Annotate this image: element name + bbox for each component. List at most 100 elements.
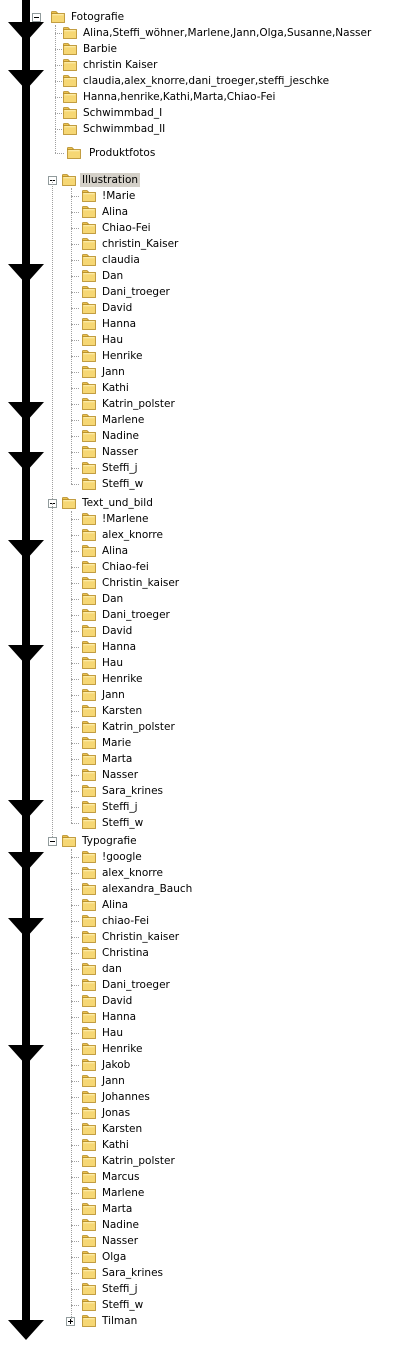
collapse-toggle[interactable] <box>32 13 41 22</box>
tree-item-illustration[interactable]: Illustration <box>61 172 141 188</box>
tree-item[interactable]: !Marie <box>81 188 137 204</box>
tree-item[interactable]: David <box>81 623 134 639</box>
tree-item[interactable]: Dani_troeger <box>81 607 172 623</box>
tree-item[interactable]: Steffi_j <box>81 1281 140 1297</box>
tree-item[interactable]: chiao-Fei <box>81 913 151 929</box>
tree-item[interactable]: Olga <box>81 1249 128 1265</box>
tree-item[interactable]: Karsten <box>81 703 144 719</box>
tree-connector-line <box>71 292 79 294</box>
tree-item[interactable]: Henrike <box>81 1041 144 1057</box>
tree-item[interactable]: Johannes <box>81 1089 152 1105</box>
tree-item[interactable]: Marie <box>81 735 133 751</box>
tree-item[interactable]: dan <box>81 961 124 977</box>
tree-item[interactable]: Marlene <box>81 412 146 428</box>
tree-item[interactable]: Jann <box>81 687 127 703</box>
tree-item-label: Fotografie <box>71 11 125 23</box>
tree-item[interactable]: Henrike <box>81 671 144 687</box>
tree-item-fotografie[interactable]: Fotografie <box>50 9 126 25</box>
tree-item[interactable]: Katrin_polster <box>81 1153 177 1169</box>
tree-item[interactable]: Steffi_j <box>81 460 140 476</box>
tree-item[interactable]: Hanna <box>81 316 138 332</box>
tree-item[interactable]: Steffi_j <box>81 799 140 815</box>
tree-item[interactable]: !google <box>81 849 144 865</box>
tree-item[interactable]: claudia <box>81 252 142 268</box>
tree-item[interactable]: Jann <box>81 1073 127 1089</box>
tree-item[interactable]: Kathi <box>81 380 131 396</box>
tree-item[interactable]: Katrin_polster <box>81 396 177 412</box>
folder-icon <box>82 1155 96 1167</box>
tree-item[interactable]: Steffi_w <box>81 1297 145 1313</box>
tree-item[interactable]: Hanna <box>81 639 138 655</box>
tree-item-label: claudia <box>102 254 140 266</box>
tree-item[interactable]: Dani_troeger <box>81 977 172 993</box>
tree-item[interactable]: Steffi_w <box>81 815 145 831</box>
tree-item[interactable]: alex_knorre <box>81 527 165 543</box>
tree-item[interactable]: Dani_troeger <box>81 284 172 300</box>
tree-item[interactable]: Jonas <box>81 1105 132 1121</box>
tree-item[interactable]: Marta <box>81 1201 134 1217</box>
tree-item[interactable]: Schwimmbad_I <box>62 105 164 121</box>
tree-item[interactable]: Barbie <box>62 41 119 57</box>
tree-item[interactable]: Nadine <box>81 428 141 444</box>
tree-item[interactable]: Tilman <box>81 1313 139 1329</box>
tree-item[interactable]: Kathi <box>81 1137 131 1153</box>
tree-item[interactable]: christin Kaiser <box>62 57 159 73</box>
tree-item[interactable]: Chiao-fei <box>81 559 151 575</box>
tree-item[interactable]: David <box>81 300 134 316</box>
tree-item[interactable]: Sara_krines <box>81 1265 165 1281</box>
tree-item-typografie[interactable]: Typografie <box>61 833 139 849</box>
tree-item[interactable]: Alina <box>81 204 130 220</box>
tree-item[interactable]: alexandra_Bauch <box>81 881 194 897</box>
tree-item[interactable]: Marta <box>81 751 134 767</box>
tree-connector-line <box>71 921 79 923</box>
tree-item[interactable]: Christin_kaiser <box>81 929 181 945</box>
tree-item[interactable]: alex_knorre <box>81 865 165 881</box>
tree-item[interactable]: Henrike <box>81 348 144 364</box>
tree-item[interactable]: Nadine <box>81 1217 141 1233</box>
tree-connector-line <box>71 1049 79 1051</box>
tree-item[interactable]: David <box>81 993 134 1009</box>
tree-item[interactable]: Christina <box>81 945 151 961</box>
tree-item[interactable]: Hau <box>81 655 125 671</box>
tree-item[interactable]: Jakob <box>81 1057 132 1073</box>
tree-item[interactable]: Nasser <box>81 444 140 460</box>
tree-item[interactable]: Sara_krines <box>81 783 165 799</box>
tree-item[interactable]: Hau <box>81 1025 125 1041</box>
tree-item[interactable]: Alina <box>81 543 130 559</box>
tree-item[interactable]: Nasser <box>81 1233 140 1249</box>
tree-item[interactable]: Nasser <box>81 767 140 783</box>
tree-item[interactable]: Katrin_polster <box>81 719 177 735</box>
tree-item-label: Marta <box>102 753 133 765</box>
tree-item-label: chiao-Fei <box>102 915 150 927</box>
tree-item[interactable]: Alina <box>81 897 130 913</box>
folder-icon <box>82 721 96 733</box>
tree-item[interactable]: Hau <box>81 332 125 348</box>
tree-connector-line <box>52 503 54 837</box>
tree-item[interactable]: Jann <box>81 364 127 380</box>
collapse-toggle[interactable] <box>48 837 57 846</box>
tree-item-label: Johannes <box>102 1091 150 1103</box>
tree-item-produktfotos[interactable]: Produktfotos <box>66 145 157 161</box>
tree-item[interactable]: Alina,Steffi_wöhner,Marlene,Jann,Olga,Su… <box>62 25 373 41</box>
folder-icon <box>82 915 96 927</box>
folder-icon <box>82 979 96 991</box>
tree-item[interactable]: Marlene <box>81 1185 146 1201</box>
tree-item[interactable]: Marcus <box>81 1169 141 1185</box>
folder-icon <box>82 705 96 717</box>
tree-item[interactable]: claudia,alex_knorre,dani_troeger,steffi_… <box>62 73 331 89</box>
folder-icon <box>82 931 96 943</box>
tree-item[interactable]: Dan <box>81 591 125 607</box>
tree-item-label: Dan <box>102 593 124 605</box>
tree-item[interactable]: Christin_kaiser <box>81 575 181 591</box>
tree-item[interactable]: Dan <box>81 268 125 284</box>
tree-item[interactable]: christin_Kaiser <box>81 236 180 252</box>
tree-item[interactable]: Hanna,henrike,Kathi,Marta,Chiao-Fei <box>62 89 277 105</box>
tree-item[interactable]: !Marlene <box>81 511 151 527</box>
tree-item[interactable]: Karsten <box>81 1121 144 1137</box>
tree-item[interactable]: Steffi_w <box>81 476 145 492</box>
tree-item-text_und_bild[interactable]: Text_und_bild <box>61 495 155 511</box>
tree-item[interactable]: Chiao-Fei <box>81 220 153 236</box>
expand-toggle[interactable] <box>66 1317 75 1326</box>
tree-item[interactable]: Hanna <box>81 1009 138 1025</box>
tree-item[interactable]: Schwimmbad_II <box>62 121 167 137</box>
